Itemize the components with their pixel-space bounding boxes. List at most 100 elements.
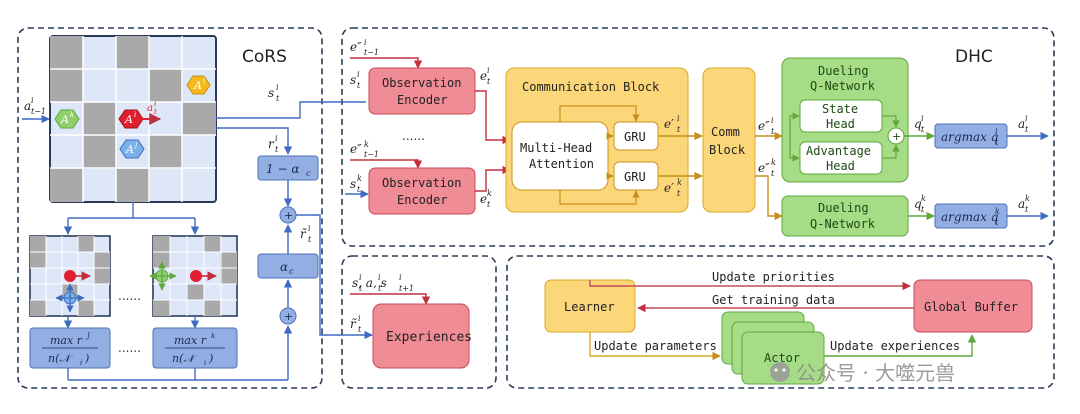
svg-text:k: k bbox=[1025, 194, 1030, 203]
svg-text:k: k bbox=[995, 207, 1000, 216]
svg-text:t: t bbox=[1025, 205, 1029, 214]
svg-text:e″: e″ bbox=[350, 40, 362, 54]
update-parameters-arrow: Update parameters bbox=[589, 332, 721, 361]
svg-text:s: s bbox=[268, 86, 274, 100]
svg-text:i: i bbox=[995, 127, 998, 136]
obstacle-cell bbox=[149, 69, 183, 103]
experience-panel bbox=[341, 255, 497, 389]
svg-text:i: i bbox=[399, 273, 402, 282]
svg-text:Block: Block bbox=[709, 143, 746, 157]
dueling-q-network-i: Dueling Q-Network State Head Advantage H… bbox=[781, 57, 935, 183]
obstacle-cell bbox=[153, 236, 170, 252]
experiences-box: Experiences bbox=[372, 303, 472, 369]
q-value-i: q i t bbox=[914, 114, 925, 134]
input-action-prev: a i t−1 bbox=[22, 96, 50, 124]
obstacle-cell bbox=[30, 252, 46, 268]
encoder-dots: ...... bbox=[402, 129, 425, 143]
global-buffer-box: Global Buffer bbox=[913, 279, 1033, 333]
svg-text:Observation: Observation bbox=[382, 76, 461, 90]
reward-path: r i t bbox=[216, 127, 293, 155]
svg-text:q: q bbox=[914, 117, 922, 131]
svg-text:A: A bbox=[193, 79, 202, 92]
svg-text:t: t bbox=[378, 284, 382, 293]
svg-text:Communication Block: Communication Block bbox=[522, 80, 660, 94]
learner-box: Learner bbox=[544, 279, 636, 333]
msg-input-i: e″ i t−1 bbox=[350, 38, 423, 69]
svg-text:Head: Head bbox=[826, 159, 855, 173]
argmax-k-box: argmax q k t a k t bbox=[934, 194, 1049, 229]
obstacle-cell bbox=[203, 236, 221, 252]
svg-text:i: i bbox=[204, 359, 206, 367]
dhc-title: DHC bbox=[955, 47, 993, 67]
obstacle-cell bbox=[78, 236, 94, 252]
svg-text:): ) bbox=[208, 352, 213, 365]
svg-text:k: k bbox=[70, 111, 74, 119]
comm-block-2: Comm Block bbox=[702, 67, 756, 213]
svg-text:s: s bbox=[350, 73, 356, 87]
svg-text:Attention: Attention bbox=[529, 157, 594, 171]
svg-text:t: t bbox=[276, 94, 280, 103]
svg-text:A: A bbox=[60, 113, 69, 126]
communication-block: Communication Block Multi-Head Attention… bbox=[505, 67, 703, 213]
agent-j-blue: A j bbox=[119, 139, 145, 159]
svg-text:j: j bbox=[133, 141, 138, 149]
svg-text:Update priorities: Update priorities bbox=[712, 270, 835, 284]
svg-text:c: c bbox=[289, 267, 294, 276]
svg-text:i: i bbox=[358, 314, 361, 323]
svg-text:A: A bbox=[124, 113, 133, 126]
observation-encoder-k: Observation Encoder bbox=[368, 167, 476, 215]
svg-text:i: i bbox=[364, 38, 367, 47]
state-input-k: s k t bbox=[345, 174, 369, 199]
obstacle-cell bbox=[83, 102, 117, 136]
svg-text:a: a bbox=[147, 103, 153, 114]
svg-text:i: i bbox=[921, 114, 924, 123]
svg-text:i: i bbox=[134, 111, 136, 119]
svg-text:i: i bbox=[203, 77, 205, 85]
main-grid-map bbox=[49, 35, 217, 203]
max-rk-box: max r k n(𝒩 i ) bbox=[152, 316, 238, 369]
sub-grid-j bbox=[29, 235, 111, 317]
svg-text:k: k bbox=[357, 174, 362, 183]
svg-text:e′: e′ bbox=[664, 181, 674, 195]
svg-text:Learner: Learner bbox=[564, 300, 615, 314]
observation-encoder-i: Observation Encoder bbox=[368, 67, 476, 115]
svg-text:i: i bbox=[308, 224, 311, 233]
svg-text:t: t bbox=[358, 325, 362, 334]
svg-text:i: i bbox=[378, 273, 381, 282]
obstacle-cell bbox=[149, 135, 183, 169]
svg-text:a: a bbox=[1018, 117, 1025, 131]
svg-text:A: A bbox=[125, 143, 134, 156]
svg-text:s, a, s: s, a, s bbox=[352, 276, 387, 290]
obstacle-cell bbox=[50, 69, 84, 103]
svg-text:+: + bbox=[892, 130, 901, 143]
svg-text:t: t bbox=[308, 235, 312, 244]
svg-text:t: t bbox=[275, 145, 279, 154]
svg-text:Comm: Comm bbox=[711, 125, 740, 139]
agent-i-yellow: A i bbox=[186, 75, 211, 95]
svg-text:Multi-Head: Multi-Head bbox=[520, 141, 592, 155]
svg-text:a: a bbox=[24, 99, 31, 113]
update-priorities-arrow: Update priorities bbox=[589, 270, 911, 291]
svg-text:e′: e′ bbox=[664, 117, 674, 131]
watermark: 公众号 · 大噬元兽 bbox=[770, 361, 955, 385]
svg-text:公众号 · 大噬元兽: 公众号 · 大噬元兽 bbox=[796, 361, 955, 385]
obstacle-cell bbox=[50, 168, 84, 202]
svg-text:t: t bbox=[1025, 125, 1029, 134]
svg-text:Q-Network: Q-Network bbox=[810, 79, 876, 93]
svg-text:α: α bbox=[280, 260, 288, 274]
dueling-q-network-k: Dueling Q-Network bbox=[781, 195, 935, 237]
svg-text:max r: max r bbox=[50, 334, 83, 347]
svg-text:i: i bbox=[359, 273, 362, 282]
svg-text:1 − α: 1 − α bbox=[266, 162, 299, 176]
svg-text:k: k bbox=[771, 158, 776, 167]
obstacle-cell bbox=[83, 135, 117, 169]
obstacle-cell bbox=[30, 236, 46, 252]
svg-text:Dueling: Dueling bbox=[818, 201, 869, 215]
experience-tuple-label: s, a, s i t i t i t+1 bbox=[350, 273, 431, 305]
svg-text:i: i bbox=[276, 83, 279, 92]
grid-tree-arrows bbox=[63, 202, 200, 235]
svg-text:i: i bbox=[80, 359, 82, 367]
svg-text:Q-Network: Q-Network bbox=[810, 217, 876, 231]
svg-text:argmax q: argmax q bbox=[941, 130, 999, 144]
